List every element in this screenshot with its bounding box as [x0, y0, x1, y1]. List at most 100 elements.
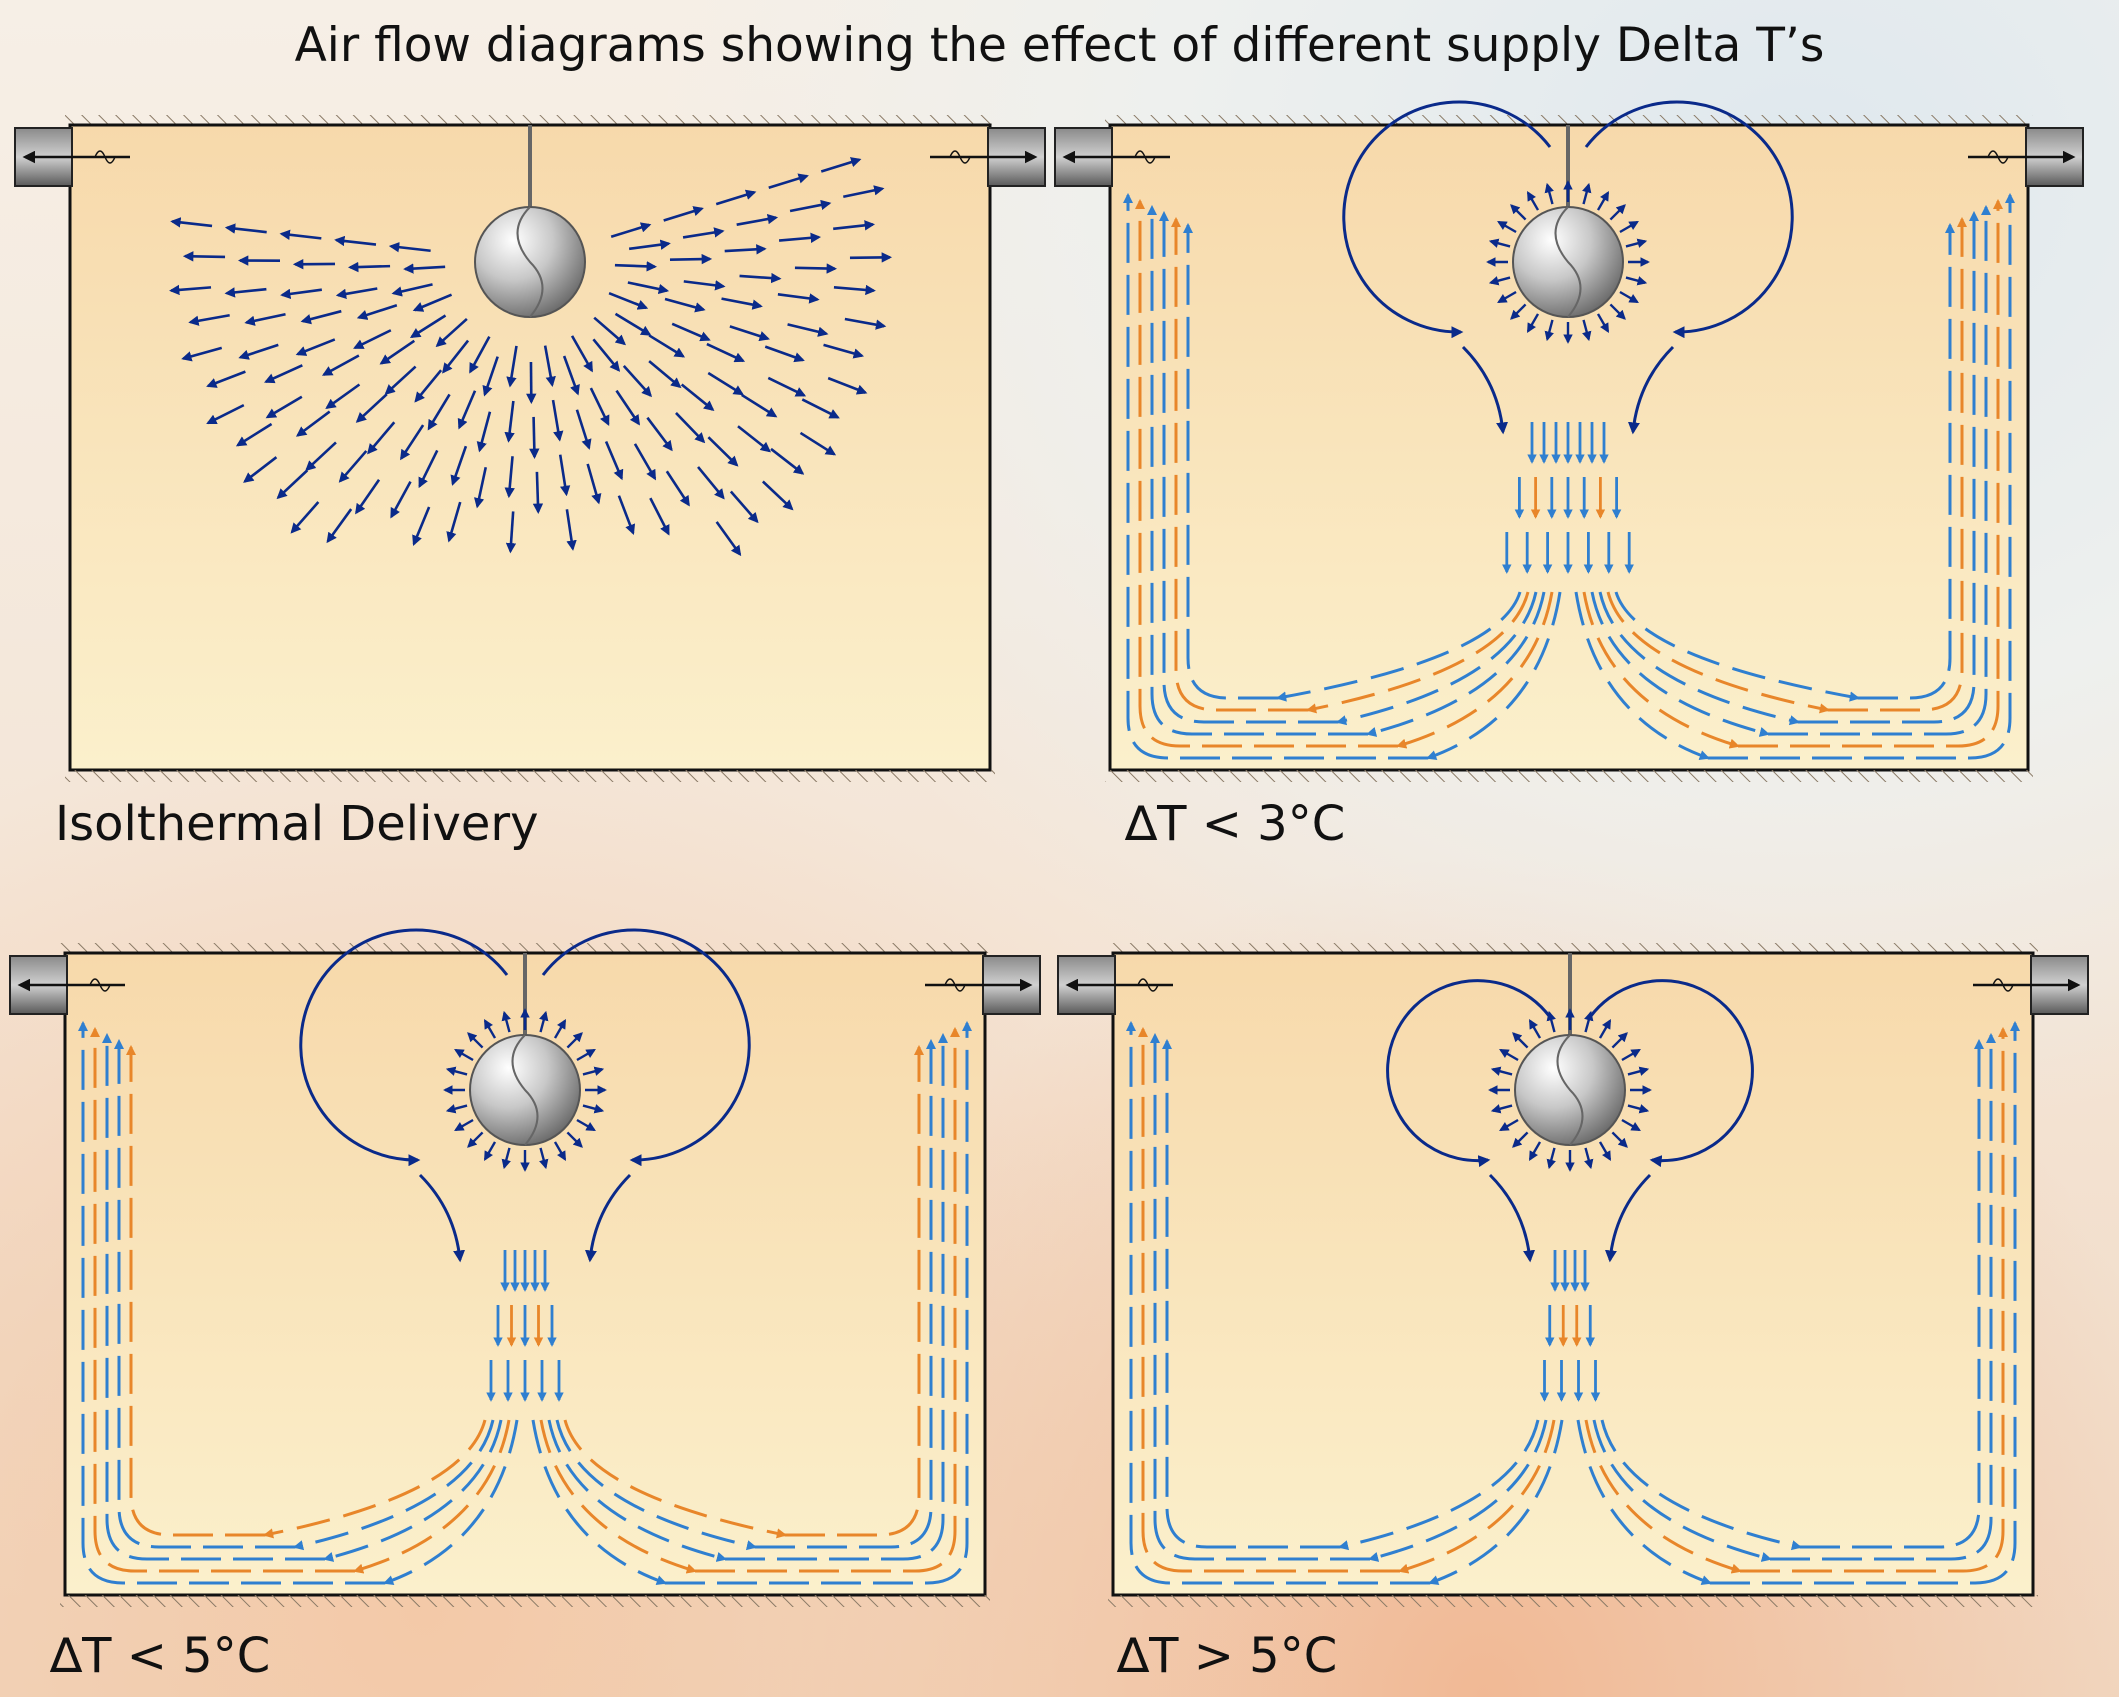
- flow-arrow: [646, 416, 673, 452]
- floor-hatch: [1105, 770, 2033, 782]
- floor-wall-flow: [755, 1038, 937, 1549]
- fan-discharge-arrow: [1598, 1141, 1612, 1161]
- flow-arrow: [182, 251, 226, 262]
- flow-arrow: [265, 395, 303, 419]
- flow-arrow: [224, 287, 267, 298]
- panel-caption-dt-gt-5: ∆T > 5°C: [1116, 1628, 1337, 1684]
- floor-wall-flow: [77, 1020, 385, 1585]
- fan-discharge-arrow: [501, 1147, 511, 1170]
- floor-wall-flow: [1798, 210, 1980, 724]
- fan-discharge-arrow: [566, 1131, 583, 1148]
- floor-wall-flow: [665, 1020, 973, 1585]
- neck-flow-right: [584, 1173, 632, 1263]
- fan-discharge-arrow: [1625, 276, 1648, 286]
- flow-arrow: [473, 467, 488, 509]
- flow-arrow: [414, 369, 443, 403]
- fan-discharge-arrow: [553, 1141, 567, 1161]
- floor-wall-flow: [1125, 1020, 1430, 1585]
- flow-arrow: [326, 508, 353, 544]
- fan-discharge-arrow: [1490, 1104, 1513, 1114]
- room-panel-dt-lt-5: [9, 928, 1041, 1607]
- flow-arrow: [767, 376, 807, 397]
- flow-arrow: [604, 441, 624, 481]
- flow-arrow: [409, 314, 447, 339]
- fan-discharge-arrow: [566, 1032, 583, 1049]
- spreading-flow: [1426, 591, 1562, 761]
- fan-discharge-arrow: [539, 1147, 549, 1170]
- fan-symbol-left: [1134, 150, 1156, 164]
- recirculation-loop-left: [299, 928, 509, 1167]
- flow-arrow: [391, 283, 433, 297]
- floor-wall-flow: [1149, 1032, 1370, 1561]
- spreading-flow: [1428, 1419, 1564, 1586]
- flow-arrow: [558, 454, 571, 497]
- fan-discharge-arrow: [1526, 191, 1540, 211]
- fan-discharge-arrow: [1621, 1048, 1641, 1062]
- flow-arrow: [367, 421, 396, 455]
- flow-arrow: [843, 185, 885, 199]
- flow-arrow: [739, 272, 782, 284]
- flow-arrow: [706, 342, 746, 363]
- floor-wall-flow: [1768, 204, 1992, 736]
- flow-arrow: [589, 387, 610, 426]
- flow-arrow: [347, 261, 391, 273]
- flow-arrow: [238, 343, 279, 360]
- spreading-flow: [1598, 591, 1800, 726]
- floor-hatch: [65, 770, 995, 782]
- fan-discharge-arrow: [1611, 1131, 1628, 1148]
- flow-arrow: [575, 409, 592, 450]
- floor-wall-flow: [695, 1026, 961, 1573]
- fan-discharge-arrow: [1619, 220, 1639, 234]
- neck-flow-right: [1627, 345, 1675, 435]
- fan-discharge-arrow: [1488, 238, 1511, 248]
- flow-arrow: [532, 471, 544, 514]
- flow-arrow: [665, 470, 690, 507]
- flow-arrow: [338, 450, 368, 483]
- flow-arrow: [648, 360, 682, 389]
- neck-flow-right: [1604, 1173, 1652, 1263]
- fan-discharge-arrow: [1512, 1131, 1529, 1148]
- room-panel-dt-lt-3: [1054, 100, 2084, 782]
- flow-arrow: [243, 456, 278, 483]
- floor-wall-flow: [1858, 222, 1956, 700]
- spreading-flow: [1574, 591, 1710, 761]
- fan-symbol-right: [1992, 978, 2014, 992]
- flow-arrow: [379, 339, 416, 365]
- spreading-flow: [1592, 1419, 1772, 1562]
- flow-arrow: [614, 312, 652, 336]
- fan-discharge-arrow: [483, 1019, 497, 1039]
- flow-arrow: [412, 293, 453, 312]
- fan-discharge-arrow: [454, 1048, 474, 1062]
- fan-discharge-arrow: [582, 1066, 605, 1076]
- flow-arrow: [355, 393, 388, 423]
- ceiling-hatch: [1105, 115, 2033, 125]
- floor-wall-flow: [1170, 216, 1308, 712]
- flow-arrow: [729, 325, 770, 342]
- flow-arrow: [608, 291, 649, 310]
- fan-discharge-arrow: [1625, 238, 1648, 248]
- floor-wall-flow: [1182, 222, 1278, 700]
- spreading-flow: [1600, 1419, 1802, 1551]
- neck-flow-left: [1461, 345, 1509, 435]
- flow-arrow: [669, 253, 713, 265]
- fan-discharge-arrow: [1497, 290, 1517, 304]
- floor-hatch: [60, 1595, 990, 1607]
- recirculation-loop-right: [541, 928, 751, 1167]
- flow-arrow: [770, 447, 805, 475]
- flow-arrow: [188, 313, 230, 326]
- neck-flow-left: [418, 1173, 466, 1263]
- flow-arrow: [610, 222, 652, 239]
- fan-discharge-arrow: [445, 1104, 468, 1114]
- flow-arrow: [671, 322, 711, 342]
- flow-arrow: [565, 509, 577, 551]
- fan-discharge-arrow: [1510, 204, 1527, 221]
- fan-discharge-arrow: [1609, 204, 1626, 221]
- fan-discharge-arrow: [1544, 182, 1554, 205]
- flow-arrow: [649, 497, 670, 536]
- flow-arrow: [614, 261, 657, 272]
- fan-discharge-arrow: [1584, 1010, 1594, 1033]
- room-panel-isothermal: [14, 115, 1046, 782]
- flow-arrow: [683, 280, 726, 291]
- flow-arrow: [721, 297, 763, 310]
- flow-arrow: [482, 356, 499, 397]
